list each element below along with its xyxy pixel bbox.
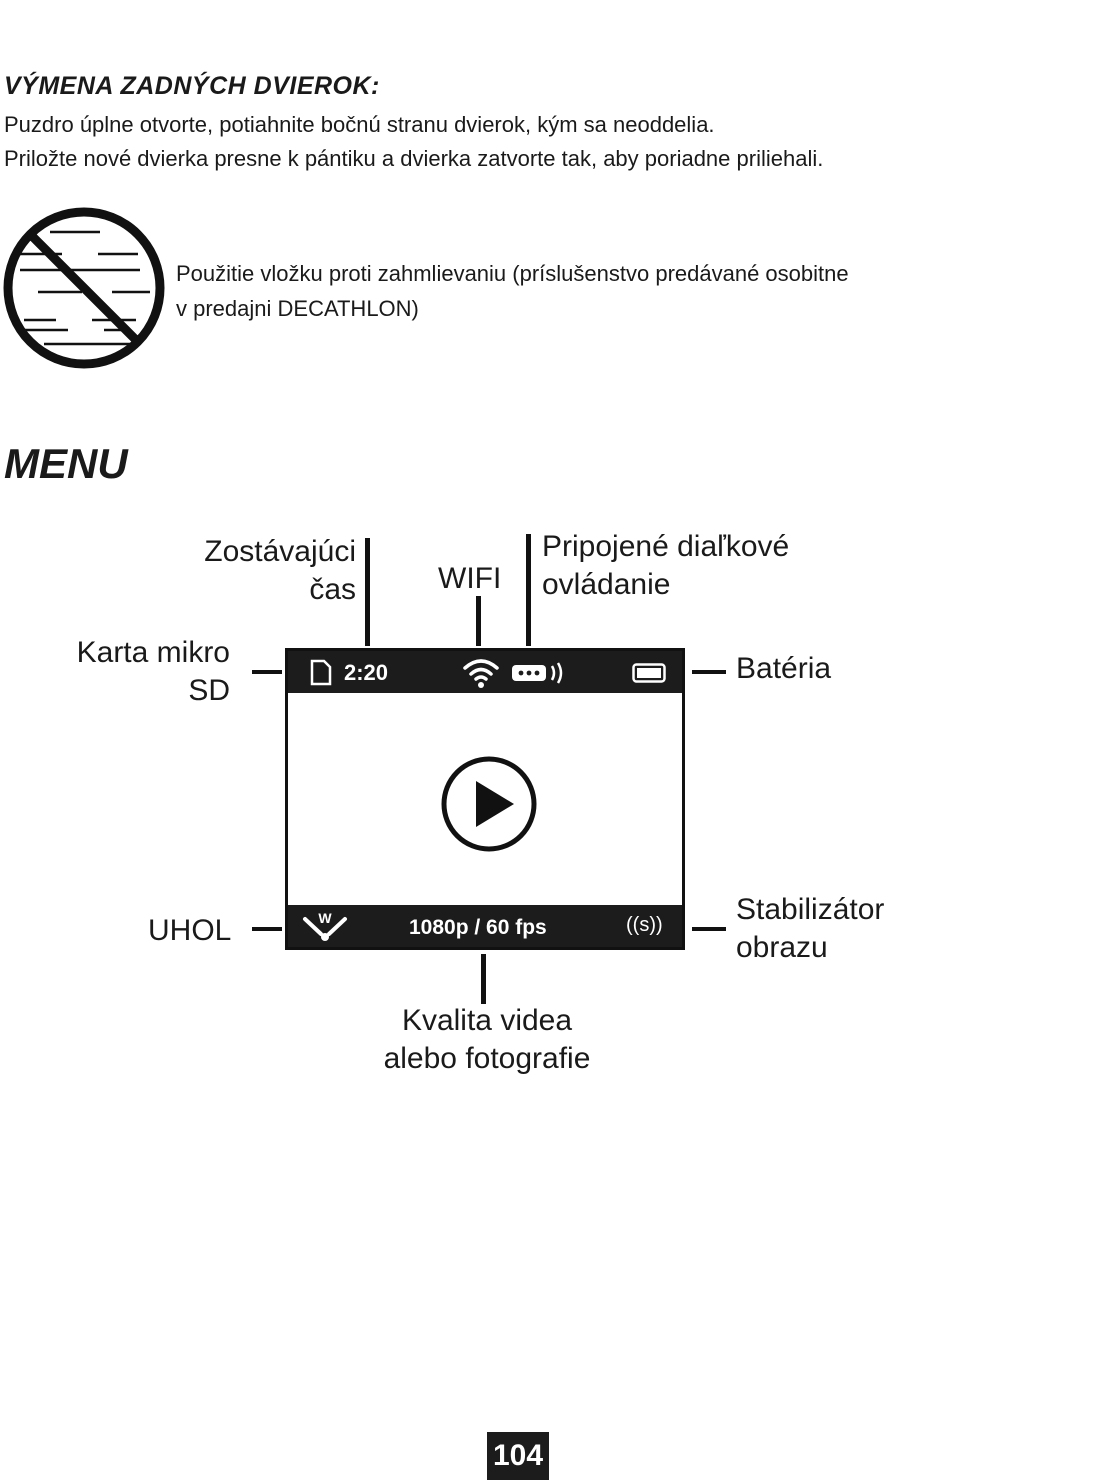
section-title: VÝMENA ZADNÝCH DVIEROK: — [4, 72, 380, 100]
label-quality-line-1: Kvalita videa — [401, 1004, 573, 1037]
label-remaining-time-line-1: Zostávajúci — [204, 535, 356, 568]
instruction-line-2: Priložte nové dvierka presne k pántiku a… — [4, 146, 824, 171]
page-number: 104 — [487, 1432, 549, 1480]
leader-remaining-time — [365, 538, 370, 646]
label-stabilizer-line-2: obrazu — [736, 931, 828, 964]
label-remote-line-2: ovládanie — [542, 568, 671, 601]
label-sd-card-line-1: Karta mikro — [76, 636, 230, 669]
label-angle: UHOL — [148, 914, 232, 947]
play-icon — [441, 756, 537, 852]
label-battery: Batéria — [736, 652, 832, 685]
sd-card-icon — [310, 659, 332, 686]
resolution-text: 1080p / 60 fps — [409, 916, 547, 939]
camera-screen: 2:20 W 1080p / 60 fps — [285, 648, 685, 950]
label-remote-line-1: Pripojené diaľkové — [542, 530, 790, 563]
fog-note-line-1: Použitie vložku proti zahmlievaniu (prís… — [176, 261, 849, 286]
label-quality-line-2: alebo fotografie — [383, 1042, 591, 1075]
label-remote: Pripojené diaľkové ovládanie — [542, 528, 789, 604]
instruction-line-1: Puzdro úplne otvorte, potiahnite bočnú s… — [4, 112, 715, 137]
label-sd-card: Karta mikro SD — [40, 634, 230, 710]
leader-battery — [692, 670, 726, 674]
label-stabilizer: Stabilizátor obrazu — [736, 891, 884, 967]
remote-icon — [512, 662, 563, 684]
leader-wifi — [476, 596, 481, 646]
label-wifi: WIFI — [438, 562, 502, 595]
fog-note: Použitie vložku proti zahmlievaniu (prís… — [176, 256, 849, 326]
label-quality: Kvalita videa alebo fotografie — [360, 1002, 614, 1078]
leader-angle — [252, 927, 282, 931]
label-remaining-time: Zostávajúci čas — [160, 533, 356, 609]
label-sd-card-line-2: SD — [188, 674, 230, 707]
no-fog-icon — [3, 207, 165, 369]
leader-stabilizer — [692, 927, 726, 931]
label-stabilizer-line-1: Stabilizátor — [736, 893, 885, 926]
leader-sd-card — [252, 670, 282, 674]
wide-angle-icon: W — [303, 910, 347, 941]
angle-letter: W — [318, 910, 332, 926]
menu-title: MENU — [4, 440, 128, 487]
label-remaining-time-line-2: čas — [309, 573, 356, 606]
status-bar-top: 2:20 — [288, 651, 682, 693]
leader-remote — [526, 534, 531, 646]
remaining-time: 2:20 — [344, 660, 389, 685]
fog-note-line-2: v predajni DECATHLON) — [176, 296, 419, 321]
stabilizer-icon: ((s)) — [626, 914, 663, 936]
wifi-icon — [463, 659, 499, 688]
leader-quality — [481, 954, 486, 1004]
battery-icon — [632, 663, 666, 683]
status-bar-bottom: W 1080p / 60 fps ((s)) — [288, 905, 682, 947]
